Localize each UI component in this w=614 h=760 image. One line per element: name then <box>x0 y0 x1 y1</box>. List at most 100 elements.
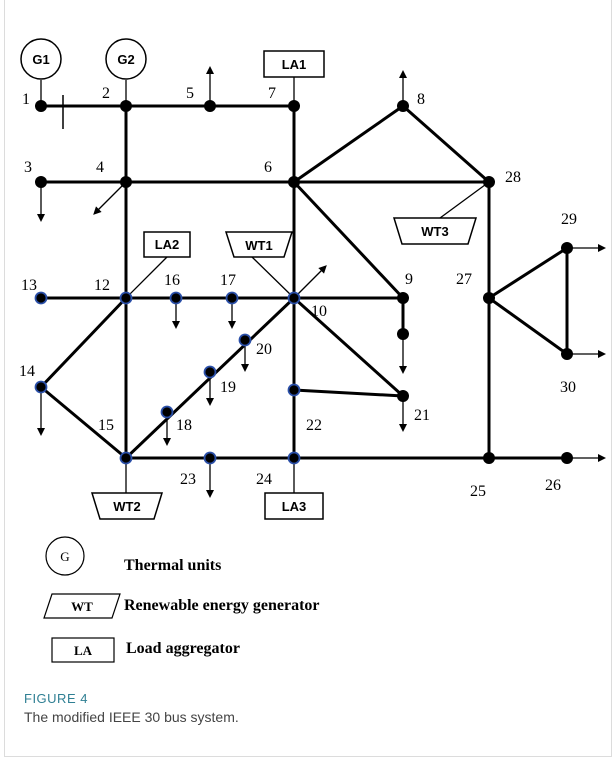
bus-node-15 <box>119 451 133 465</box>
wt1-connector <box>251 256 295 299</box>
bus-node-11 <box>397 328 409 340</box>
bus-label-27: 27 <box>456 271 472 288</box>
legend: G Thermal units WT Renewable energy gene… <box>43 536 320 663</box>
bus-label-21: 21 <box>414 407 430 424</box>
bus-node-26 <box>561 452 573 464</box>
la3-label: LA3 <box>282 499 307 514</box>
legend-thermal-symbol: G <box>60 549 69 564</box>
bus-label-4: 4 <box>96 159 104 176</box>
bus-label-10: 10 <box>311 303 327 320</box>
generator-g1-label: G1 <box>32 52 49 67</box>
la1-label: LA1 <box>282 57 307 72</box>
bus-label-23: 23 <box>180 471 196 488</box>
wt3-shape <box>392 217 478 245</box>
wt1-label: WT1 <box>245 238 272 253</box>
bus-label-1: 1 <box>22 91 30 108</box>
load-arrow-4 <box>93 181 127 215</box>
bus-node-4 <box>120 176 132 188</box>
figure-frame <box>4 0 612 757</box>
bus-node-25 <box>483 452 495 464</box>
line-12-14 <box>39 296 128 389</box>
bus-node-24 <box>287 451 301 465</box>
bus-node-21 <box>397 390 409 402</box>
line-14-15 <box>40 385 127 460</box>
line-27-30 <box>488 296 568 356</box>
bus-label-14: 14 <box>19 363 35 380</box>
la3-box <box>264 492 324 520</box>
legend-thermal-label: Thermal units <box>124 557 221 574</box>
bus-label-6: 6 <box>264 159 272 176</box>
legend-renewable-icon <box>43 593 121 619</box>
load-aggregators: LA1 LA2 LA3 <box>143 50 325 520</box>
bus-node-30 <box>561 348 573 360</box>
bus-label-20: 20 <box>256 341 272 358</box>
la2-connector <box>125 256 168 299</box>
load-arrow-10 <box>293 265 327 299</box>
legend-renewable-label: Renewable energy generator <box>124 597 320 614</box>
legend-load-symbol: LA <box>74 643 93 658</box>
line-8-28 <box>402 104 490 184</box>
la2-box <box>143 231 191 258</box>
bus-label-25: 25 <box>470 483 486 500</box>
line-10-21 <box>292 296 405 398</box>
bus-label-19: 19 <box>220 379 236 396</box>
bus-node-7 <box>288 100 300 112</box>
bus-node-14 <box>34 380 48 394</box>
generator-g1 <box>20 38 62 80</box>
bus-label-22: 22 <box>306 417 322 434</box>
bus-node-5 <box>204 100 216 112</box>
legend-thermal-icon <box>45 536 85 576</box>
transmission-lines <box>39 95 569 460</box>
bus-node-20 <box>238 333 252 347</box>
bus-node-10 <box>287 291 301 305</box>
bus-label-17: 17 <box>220 272 236 289</box>
wt3-label: WT3 <box>421 224 448 239</box>
bus-label-8: 8 <box>417 91 425 108</box>
bus-label-24: 24 <box>256 471 272 488</box>
bus-node-29 <box>561 242 573 254</box>
bus-label-29: 29 <box>561 211 577 228</box>
line-6-8 <box>293 104 404 184</box>
bus-node-12 <box>119 291 133 305</box>
thermal-generators: G1 G2 <box>20 38 147 80</box>
bus-label-5: 5 <box>186 85 194 102</box>
bus-label-28: 28 <box>505 169 521 186</box>
legend-load-icon <box>51 637 115 663</box>
generator-g2 <box>105 38 147 80</box>
wt3-connector <box>439 181 490 219</box>
bus-node-16 <box>169 291 183 305</box>
bus-label-3: 3 <box>24 159 32 176</box>
bus-label-9: 9 <box>405 271 413 288</box>
bus-node-6 <box>288 176 300 188</box>
wt1-shape <box>224 231 294 258</box>
wt2-label: WT2 <box>113 499 140 514</box>
bus-label-13: 13 <box>21 277 37 294</box>
renewable-generators: WT1 WT2 WT3 <box>90 217 478 520</box>
ieee-30-bus-diagram: G1 G2 LA1 LA2 LA3 WT1 WT2 WT3 1 2 3 4 <box>19 38 606 663</box>
bus-node-28 <box>483 176 495 188</box>
bus-node-23 <box>203 451 217 465</box>
la1-box <box>263 50 325 78</box>
bus-label-26: 26 <box>545 477 561 494</box>
bus-node-1 <box>35 100 47 112</box>
bus-node-8 <box>397 100 409 112</box>
bus-label-18: 18 <box>176 417 192 434</box>
bus-label-7: 7 <box>268 85 276 102</box>
bus-labels: 1 2 3 4 5 6 7 8 9 10 12 13 14 15 16 17 1… <box>19 85 577 500</box>
legend-load-label: Load aggregator <box>126 640 240 657</box>
line-27-29 <box>488 246 568 300</box>
bus-label-12: 12 <box>94 277 110 294</box>
bus-label-30: 30 <box>560 379 576 396</box>
bus-node-19 <box>203 365 217 379</box>
figure-caption: The modified IEEE 30 bus system. <box>24 709 239 725</box>
bus-node-17 <box>225 291 239 305</box>
line-22-21 <box>293 388 404 398</box>
bus-node-22 <box>287 383 301 397</box>
generator-g2-label: G2 <box>117 52 134 67</box>
bus-label-15: 15 <box>98 417 114 434</box>
bus-node-27 <box>483 292 495 304</box>
wt2-shape <box>90 492 164 520</box>
la2-label: LA2 <box>155 237 180 252</box>
bus-node-9 <box>397 292 409 304</box>
